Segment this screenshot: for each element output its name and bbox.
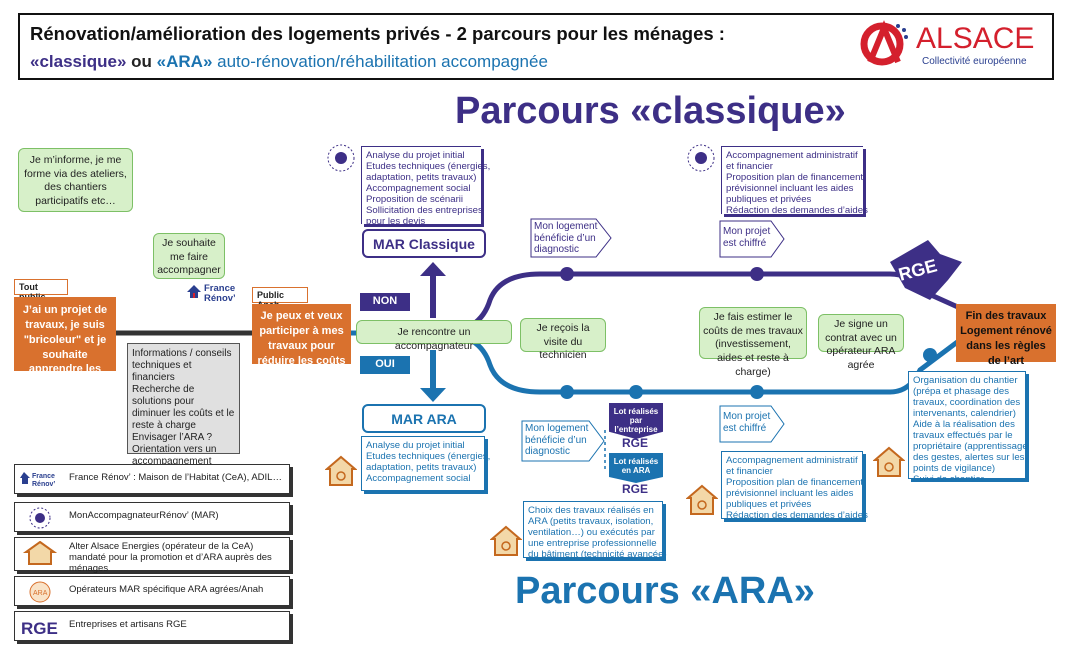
rge-label-2: RGE xyxy=(622,482,649,496)
logo-subtitle: Collectivité européenne xyxy=(922,56,1027,67)
legend-mar: MonAccompagnateurRénov’ (MAR) xyxy=(14,502,290,532)
souhaite-box: Je souhaite me faire accompagner xyxy=(153,233,225,279)
estimer-box: Je fais estimer le coûts de mes travaux … xyxy=(699,307,807,378)
mar-ara-box: MAR ARA xyxy=(362,404,486,433)
tout-public-tag: Tout public xyxy=(14,279,68,302)
ara-dot-3 xyxy=(750,385,764,399)
ara-dot-1 xyxy=(560,385,574,399)
header-box: Rénovation/amélioration des logements pr… xyxy=(18,13,1054,80)
house-icon-2 xyxy=(490,525,522,556)
gray-line-1: Informations / conseils techniques et fi… xyxy=(132,348,232,383)
mar-icon-2 xyxy=(687,144,715,172)
france-renov-label: France Rénov’ xyxy=(204,283,236,304)
down-arrow-icon xyxy=(420,388,446,402)
projet-box: J’ai un projet de travaux, je suis "bric… xyxy=(14,297,116,390)
house-icon xyxy=(22,541,58,565)
classique-dot-2 xyxy=(750,267,764,281)
info-ara-orga: Organisation du chantier(prépa et phasag… xyxy=(908,371,1028,485)
inform-box: Je m’informe, je me forme via des atelie… xyxy=(18,148,133,212)
gray-line-2: Recherche de solutions pour diminuer les… xyxy=(132,384,235,431)
diag-classique-arrow: Mon logement bénéficie d’un diagnostic xyxy=(530,218,612,258)
france-renov-icon xyxy=(187,285,201,298)
svg-text:France: France xyxy=(32,473,55,480)
mar-icon xyxy=(327,144,355,172)
rencontre-box: Je rencontre un accompagnateur xyxy=(356,320,512,352)
legend-alter-alsace: Alter Alsace Energies (opérateur de la C… xyxy=(14,537,290,574)
header-title: Rénovation/amélioration des logements pr… xyxy=(30,23,725,44)
house-icon-3 xyxy=(686,484,718,515)
ara-dot-4 xyxy=(923,348,937,362)
mar-classique-box: MAR Classique xyxy=(362,229,486,258)
france-renov-logo: France Rénov’ xyxy=(186,282,242,312)
non-label: NON xyxy=(360,293,410,311)
mar-icon xyxy=(29,507,51,529)
rge-icon: RGE xyxy=(21,619,58,638)
title-parcours-ara: Parcours «ARA» xyxy=(515,570,815,612)
alsace-logo-icon xyxy=(860,20,908,66)
title-parcours-classique: Parcours «classique» xyxy=(455,90,846,132)
lot-entreprise-badge: Lot réalisés par l’entreprise xyxy=(609,403,663,439)
header-subtitle-line: «classique» ou «ARA» auto-rénovation/réh… xyxy=(30,52,548,72)
header-ou: ou xyxy=(131,52,152,71)
house-icon-4 xyxy=(873,446,905,477)
logo-name: ALSACE xyxy=(916,22,1035,55)
public-anah-tag: Public Anah xyxy=(252,287,308,310)
classique-dot-1 xyxy=(560,267,574,281)
gray-line-3: Envisager l’ARA ? xyxy=(132,432,213,443)
rge-label-1: RGE xyxy=(622,436,649,450)
lot-ara-badge: Lot réalisés en ARA xyxy=(609,453,663,483)
svg-text:ARA: ARA xyxy=(33,590,48,597)
diag-ara-arrow: Mon logement bénéficie d’un diagnostic xyxy=(521,420,605,462)
header-classique: «classique» xyxy=(30,52,127,71)
oui-label: OUI xyxy=(360,356,410,374)
chiffre-classique-arrow: Mon projet est chiffré xyxy=(719,220,785,258)
svg-text:RGE: RGE xyxy=(21,619,58,638)
header-subtitle: auto-rénovation/réhabilitation accompagn… xyxy=(217,52,548,71)
up-arrow-icon xyxy=(420,262,446,276)
chiffre-ara-arrow: Mon projet est chiffré xyxy=(719,405,785,443)
fin-travaux-box: Fin des travaux Logement rénové dans les… xyxy=(956,304,1056,367)
ara-operator-icon: ARA xyxy=(29,581,51,603)
contrat-box: Je signe un contrat avec un opérateur AR… xyxy=(818,314,904,371)
legend-rge: RGE Entreprises et artisans RGE xyxy=(14,611,290,641)
header-ara: «ARA» xyxy=(156,52,213,71)
info-conseils-box: Informations / conseils techniques et fi… xyxy=(127,343,240,479)
legend-operateurs-ara: ARA Opérateurs MAR spécifique ARA agrées… xyxy=(14,576,290,606)
visite-box: Je reçois la visite du technicien xyxy=(520,318,606,361)
participer-box: Je peux et veux participer à mes travaux… xyxy=(252,304,351,367)
rge-badge-icon xyxy=(890,240,962,300)
svg-text:Rénov’: Rénov’ xyxy=(32,481,55,488)
ara-dot-2 xyxy=(629,385,643,399)
house-icon xyxy=(325,455,357,486)
alsace-logo: ALSACE Collectivité européenne xyxy=(860,18,1048,70)
